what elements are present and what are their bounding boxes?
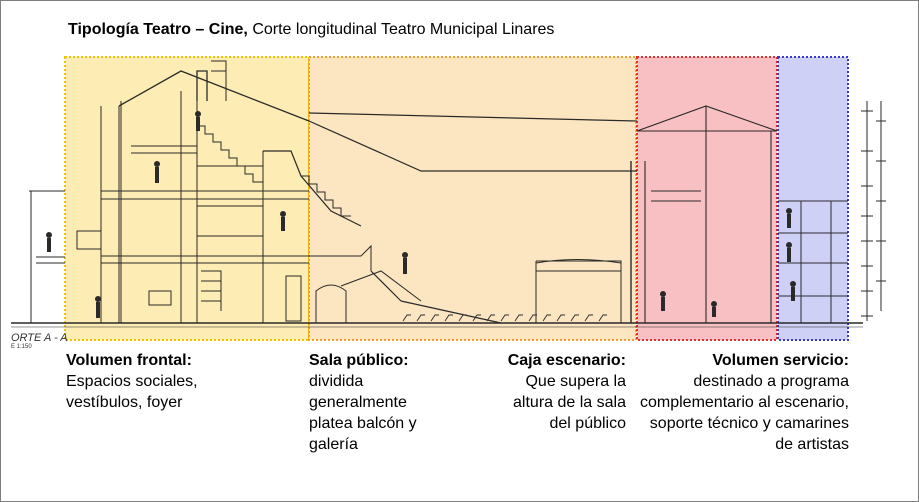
- front-door: [148, 290, 172, 306]
- front-window-1: [76, 230, 102, 250]
- title-normal: Corte longitudinal Teatro Municipal Lina…: [252, 21, 555, 38]
- caption-body: Espacios sociales, vestíbulos, foyer: [66, 373, 198, 411]
- frontal-floors: [101, 145, 309, 264]
- building-section: [11, 60, 886, 328]
- front-stair: [197, 125, 263, 183]
- caption-body: dividida generalmente platea balcón y ga…: [309, 373, 417, 453]
- caption-sala-publico: Sala público: dividida generalmente plat…: [309, 350, 454, 455]
- figure-2: [95, 296, 101, 318]
- figure-8: [711, 301, 717, 317]
- caption-title: Sala público:: [309, 352, 409, 369]
- figure-9: [786, 208, 792, 228]
- main-roof-line: [308, 112, 638, 172]
- figure-1: [46, 232, 52, 252]
- zone-servicio-overlay: [777, 56, 849, 341]
- service-floors: [778, 200, 848, 323]
- lower-stair: [201, 270, 222, 311]
- dimension-ladder: [861, 101, 886, 321]
- caption-volumen-frontal: Volumen frontal: Espacios sociales, vest…: [66, 350, 276, 413]
- figure-5: [280, 211, 286, 231]
- stage-arc: [535, 259, 622, 264]
- figure-10: [786, 242, 792, 262]
- caption-body: Que supera la altura de la sala del públ…: [513, 373, 626, 432]
- caption-title: Caja escenario:: [507, 352, 626, 369]
- chimney: [211, 60, 227, 101]
- figure-11: [790, 281, 796, 301]
- fly-tower: [636, 105, 778, 323]
- caption-title: Volumen frontal:: [66, 352, 192, 369]
- caption-title: Volumen servicio:: [712, 352, 849, 369]
- arch: [315, 284, 347, 323]
- gallery-steps: [301, 175, 351, 217]
- figure-3: [154, 161, 160, 183]
- figure-7: [660, 291, 666, 311]
- platea-floor: [370, 270, 502, 324]
- figure-6: [402, 252, 408, 274]
- section-label: ORTE A - A: [11, 332, 68, 344]
- caption-body: destinado a programa complementario al e…: [640, 373, 849, 453]
- figure-4: [195, 111, 201, 131]
- seat-row: [402, 314, 607, 322]
- frontal-roof: [118, 70, 310, 122]
- balcony: [309, 244, 422, 302]
- human-figures: [46, 111, 796, 318]
- fly-inner: [651, 190, 701, 202]
- caption-volumen-servicio: Volumen servicio: destinado a programa c…: [634, 350, 849, 455]
- left-annex: [29, 190, 65, 323]
- side-door: [285, 275, 302, 322]
- zone-escenario-overlay: [636, 56, 778, 341]
- title-bold: Tipología Teatro – Cine,: [68, 21, 248, 38]
- figure-title: Tipología Teatro – Cine, Corte longitudi…: [68, 21, 554, 39]
- stage-box: [535, 260, 622, 323]
- caption-caja-escenario: Caja escenario: Que supera la altura de …: [506, 350, 626, 434]
- scale-label: E 1:150: [11, 344, 32, 350]
- frontal-walls: [100, 91, 264, 323]
- zone-sala-overlay: [308, 56, 637, 341]
